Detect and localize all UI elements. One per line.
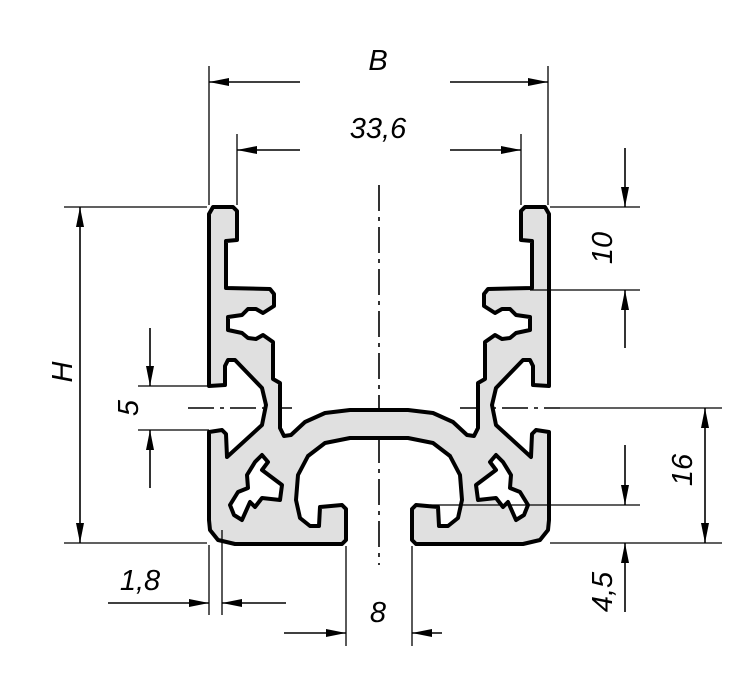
dim-label-inner-width: 33,6 [350,113,407,145]
profile-section [207,205,551,546]
dim-label-height: H [47,361,79,382]
dim-label-top-slot: 10 [587,232,619,264]
screw-channel-left [228,453,284,522]
extension-lines [64,66,722,646]
dim-label-base-height: 16 [667,453,699,486]
dim-label-wall-thickness: 1,8 [120,565,160,597]
dim-label-side-slot: 5 [113,399,145,416]
dim-label-base-thickness: 4,5 [587,571,619,612]
screw-channel-right [474,453,530,522]
dim-label-width: B [368,45,387,77]
dimension-lines [76,78,709,637]
dim-label-bottom-slot: 8 [370,597,386,629]
